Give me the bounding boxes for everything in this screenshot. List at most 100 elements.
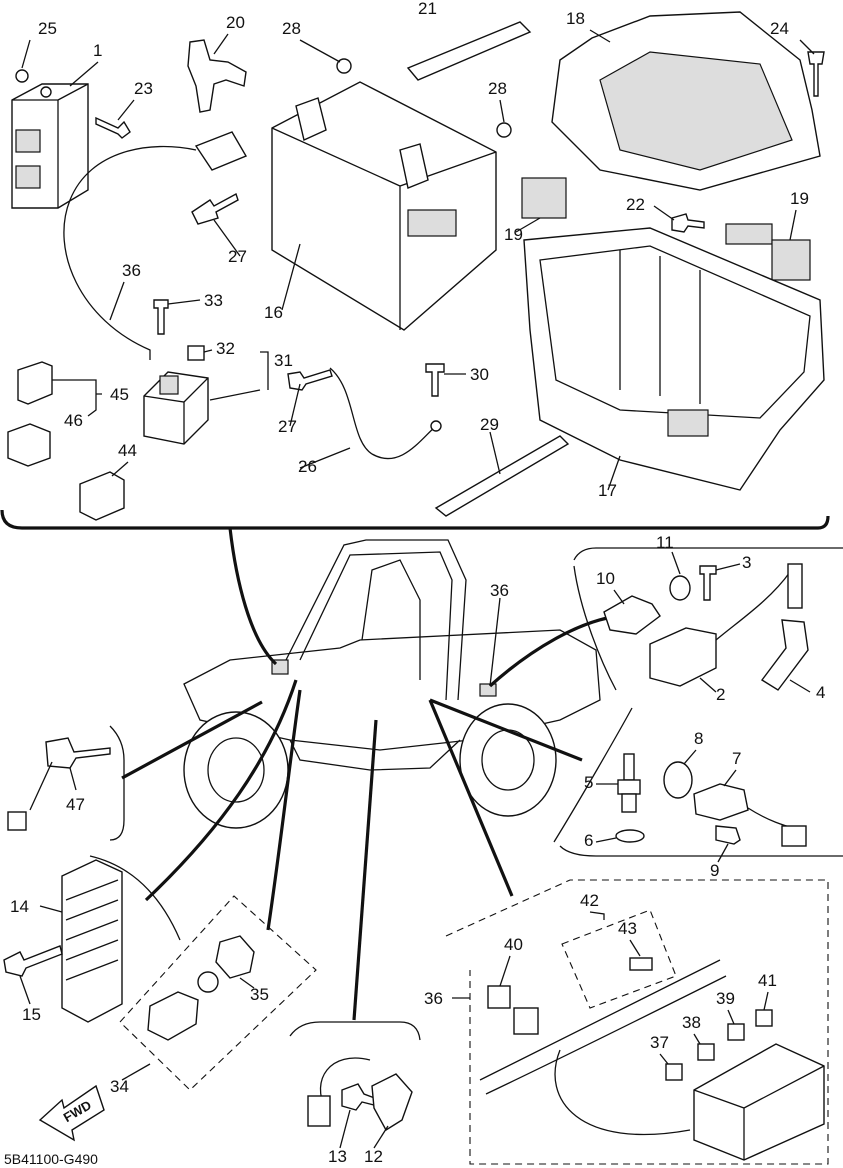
callout-18: 18 xyxy=(566,9,585,28)
battery-band-part xyxy=(406,21,532,81)
callout-1: 1 xyxy=(93,41,102,60)
callout-35: 35 xyxy=(250,985,269,1004)
callout-36b: 36 xyxy=(490,581,509,600)
callout-39: 39 xyxy=(716,989,735,1008)
callout-33: 33 xyxy=(204,291,223,310)
bolt-part xyxy=(3,945,63,977)
callout-36a: 36 xyxy=(122,261,141,280)
callout-19b: 19 xyxy=(790,189,809,208)
cable-tie-part xyxy=(434,435,570,517)
bolt-part xyxy=(95,116,131,139)
callout-40: 40 xyxy=(504,935,523,954)
callout-45: 45 xyxy=(110,385,129,404)
callout-7: 7 xyxy=(732,749,741,768)
relay-part xyxy=(79,471,125,521)
callout-41: 41 xyxy=(758,971,777,990)
bolt-part xyxy=(715,825,741,845)
clamp-part xyxy=(187,39,247,113)
ignition-coil-part xyxy=(649,627,717,687)
screw-part xyxy=(807,51,825,97)
relay-part xyxy=(513,1007,539,1035)
bolt-part xyxy=(287,369,333,391)
sensor-part xyxy=(603,595,661,635)
pad-part xyxy=(521,177,567,219)
callout-32: 32 xyxy=(216,339,235,358)
harness-coupler-part xyxy=(194,131,248,171)
o-ring-part xyxy=(663,761,693,799)
callout-29: 29 xyxy=(480,415,499,434)
callout-6: 6 xyxy=(584,831,593,850)
relay-part xyxy=(17,361,53,405)
bolt-part xyxy=(153,299,169,335)
speed-sensor-part xyxy=(693,783,749,821)
callout-47: 47 xyxy=(66,795,85,814)
terminal-bolt-part xyxy=(336,58,352,74)
fuse-part xyxy=(727,1023,745,1041)
callout-42: 42 xyxy=(580,891,599,910)
callout-15: 15 xyxy=(22,1005,41,1024)
part-reference-code: 5B41100-G490 xyxy=(4,1151,98,1167)
fuse-box-section xyxy=(445,879,829,1165)
bolt-part xyxy=(191,192,239,225)
pickup-coil-part xyxy=(371,1073,413,1131)
sensor-47-section xyxy=(7,725,125,841)
callout-38: 38 xyxy=(682,1013,701,1032)
relay-part xyxy=(7,423,51,467)
bolt-part xyxy=(425,363,445,397)
switch-cover-part xyxy=(215,935,255,979)
callout-28a: 28 xyxy=(282,19,301,38)
fuse-part xyxy=(665,1063,683,1081)
plug-cap-part xyxy=(760,619,809,691)
callout-4: 4 xyxy=(816,683,825,702)
callout-19a: 19 xyxy=(504,225,523,244)
callout-10: 10 xyxy=(596,569,615,588)
callout-43: 43 xyxy=(618,919,637,938)
nut-part xyxy=(197,971,219,993)
callout-34: 34 xyxy=(110,1077,129,1096)
diode-part xyxy=(629,957,653,971)
cdi-unit-part xyxy=(11,83,89,209)
callout-31: 31 xyxy=(274,351,293,370)
callout-26: 26 xyxy=(298,457,317,476)
neutral-switch-part xyxy=(147,991,199,1041)
callout-leaders xyxy=(19,29,815,1149)
o-ring-part xyxy=(669,575,691,601)
callout-11: 11 xyxy=(656,533,674,552)
switch-section xyxy=(119,895,317,1091)
callout-17: 17 xyxy=(598,481,617,500)
callout-27b: 27 xyxy=(278,417,297,436)
crank-sensor-section xyxy=(289,1021,421,1131)
ignition-section xyxy=(553,547,843,857)
callout-8: 8 xyxy=(694,729,703,748)
callout-20: 20 xyxy=(226,13,245,32)
callout-30: 30 xyxy=(470,365,489,384)
pad-part xyxy=(725,223,773,245)
ground-lead-part xyxy=(329,367,437,460)
callout-23: 23 xyxy=(134,79,153,98)
starter-relay-part xyxy=(143,371,209,445)
fwd-arrow-icon: FWD xyxy=(38,1084,105,1142)
callout-9: 9 xyxy=(710,861,719,880)
fuse-part xyxy=(697,1043,715,1061)
terminal-bolt-part xyxy=(496,122,512,138)
relay-part xyxy=(487,985,511,1009)
callout-37: 37 xyxy=(650,1033,669,1052)
battery-box-part xyxy=(523,227,825,491)
callout-25: 25 xyxy=(38,19,57,38)
callout-24: 24 xyxy=(770,19,789,38)
callout-labels: 1 2 3 4 5 6 7 8 9 10 11 12 13 14 15 16 1… xyxy=(10,0,825,1166)
wire-harness-top xyxy=(63,145,197,360)
nut-part xyxy=(15,69,29,83)
callout-14: 14 xyxy=(10,897,29,916)
callout-28b: 28 xyxy=(488,79,507,98)
washer-part xyxy=(615,829,645,843)
callout-13: 13 xyxy=(328,1147,347,1166)
callout-36c: 36 xyxy=(424,989,443,1008)
callout-16: 16 xyxy=(264,303,283,322)
spark-plug-part xyxy=(617,753,641,813)
battery-part xyxy=(271,81,497,331)
callout-27a: 27 xyxy=(228,247,247,266)
callout-5: 5 xyxy=(584,773,593,792)
fuse-part xyxy=(755,1009,773,1027)
